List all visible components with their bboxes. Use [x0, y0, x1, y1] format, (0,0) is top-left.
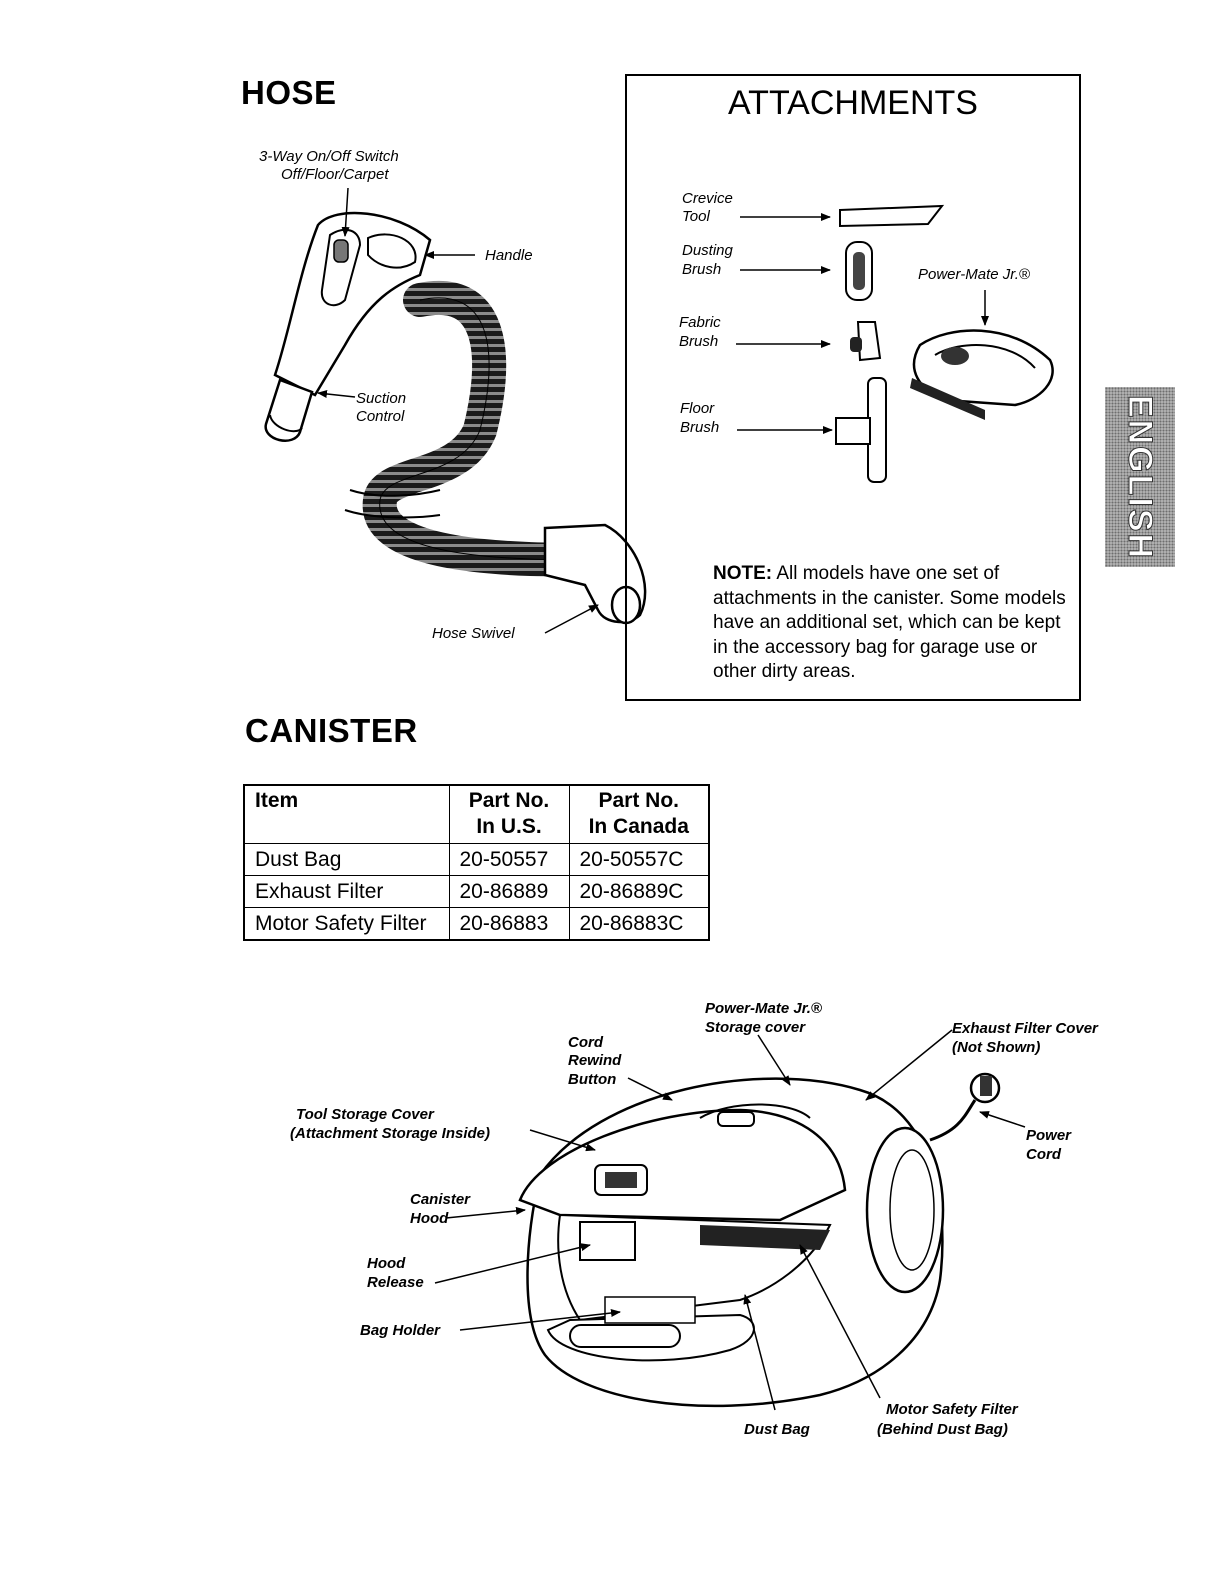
hose-tube — [362, 281, 617, 577]
cell-part-canada: 20-86889C — [568, 875, 710, 908]
cell-part-us: 20-50557 — [448, 843, 570, 876]
switch-label-line1: 3-Way On/Off Switch — [259, 148, 399, 165]
canister-hood — [518, 1108, 847, 1222]
dusting-brush-label-line2: Brush — [682, 261, 722, 278]
language-tab: ENGLISH — [1105, 387, 1175, 567]
fabric-brush-label-line1: Fabric — [679, 314, 721, 331]
cell-item: Dust Bag — [243, 843, 450, 876]
crevice-tool-label-line1: Crevice — [682, 190, 733, 207]
header-item-label: Item — [255, 789, 299, 812]
cord-rewind-label-line2: Rewind — [568, 1052, 622, 1069]
parts-table: Item Part No. In U.S. Part No. In Canada D… — [243, 784, 710, 941]
header-part-canada-line1: Part No. — [598, 789, 679, 812]
exhaust-cover-label-line1: Exhaust Filter Cover — [952, 1020, 1098, 1037]
handle-label: Handle — [485, 247, 533, 264]
motor-filter-label-line2: (Behind Dust Bag) — [877, 1421, 1008, 1438]
power-cord — [929, 1099, 977, 1142]
canister-hood-label-line1: Canister — [410, 1191, 471, 1208]
crevice-tool — [839, 204, 945, 228]
powermate-label: Power-Mate Jr.® — [918, 266, 1030, 283]
header-item: Item — [243, 784, 450, 844]
hood-release-label-line2: Release — [367, 1274, 424, 1291]
pm-cover-label-line2: Storage cover — [705, 1019, 806, 1036]
crevice-tool-label-line2: Tool — [682, 208, 710, 225]
suction-label-line1: Suction — [356, 390, 407, 407]
cord-rewind-label-line3: Button — [568, 1071, 617, 1088]
canister-illustration — [518, 1072, 1001, 1408]
header-part-canada-line2: In Canada — [588, 815, 689, 838]
cord-rewind-label-line1: Cord — [568, 1034, 603, 1051]
attachments-note: NOTE: All models have one set of attachm… — [713, 562, 1068, 685]
cell-part-us: 20-86883 — [448, 907, 570, 941]
cell-item: Motor Safety Filter — [243, 907, 450, 941]
cell-part-canada: 20-50557C — [568, 843, 710, 876]
cell-item: Exhaust Filter — [243, 875, 450, 908]
pm-cover-label-line1: Power-Mate Jr.® — [705, 1000, 822, 1017]
attachments-box — [625, 74, 1081, 701]
motor-filter-label-line1: Motor Safety Filter — [886, 1401, 1018, 1418]
hose-swivel-label: Hose Swivel — [432, 625, 515, 642]
canister-hood-label-line2: Hood — [410, 1210, 449, 1227]
dusting-brush-label-line1: Dusting — [682, 242, 733, 259]
table-row: Motor Safety Filter 20-86883 20-86883C — [243, 907, 710, 941]
exhaust-cover-label-line2: (Not Shown) — [952, 1039, 1041, 1056]
attachments-illustration — [736, 204, 1054, 483]
dust-bag-label: Dust Bag — [744, 1421, 810, 1438]
tool-storage-label-line1: Tool Storage Cover — [296, 1106, 434, 1123]
header-part-canada: Part No. In Canada — [568, 784, 710, 844]
table-row: Exhaust Filter 20-86889 20-86889C — [243, 875, 710, 908]
table-row: Dust Bag 20-50557 20-50557C — [243, 843, 710, 876]
cell-part-us: 20-86889 — [448, 875, 570, 908]
bag-holder-label: Bag Holder — [360, 1322, 441, 1339]
language-tab-label: ENGLISH — [1121, 394, 1160, 560]
header-part-us-line2: In U.S. — [476, 815, 542, 838]
attachments-heading: ATTACHMENTS — [728, 84, 978, 122]
cell-part-canada: 20-86883C — [568, 907, 710, 941]
fabric-brush-label-line2: Brush — [679, 333, 719, 350]
hood-release-label-line1: Hood — [367, 1255, 406, 1272]
note-label: NOTE: — [713, 563, 773, 584]
tool-storage-label-line2: (Attachment Storage Inside) — [290, 1125, 491, 1142]
power-cord-label-line1: Power — [1026, 1127, 1072, 1144]
note-text: All models have one set of attachments i… — [713, 563, 1066, 682]
power-cord-label-line2: Cord — [1026, 1146, 1061, 1163]
table-header-row: Item Part No. In U.S. Part No. In Canada — [243, 784, 710, 844]
switch-label-line2: Off/Floor/Carpet — [281, 166, 389, 183]
floor-brush-label-line1: Floor — [680, 400, 715, 417]
canister-heading: CANISTER — [245, 712, 418, 749]
header-part-us: Part No. In U.S. — [448, 784, 570, 844]
hose-heading: HOSE — [241, 74, 337, 111]
hose-illustration — [264, 211, 647, 625]
floor-brush-label-line2: Brush — [680, 419, 720, 436]
header-part-us-line1: Part No. — [468, 789, 550, 812]
suction-label-line2: Control — [356, 408, 405, 425]
